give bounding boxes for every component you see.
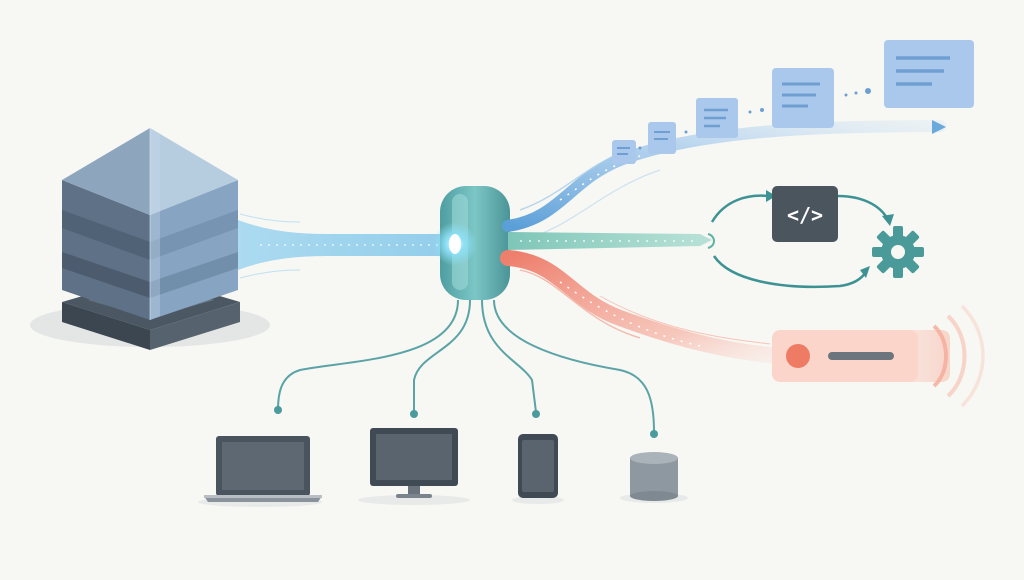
monitor-icon xyxy=(358,428,470,505)
processing-loop xyxy=(710,190,894,289)
database-cylinder-icon xyxy=(620,452,688,503)
code-symbol: </> xyxy=(787,203,823,227)
device-connectors xyxy=(277,299,655,433)
source-beam xyxy=(238,213,445,279)
stream-path xyxy=(508,232,715,250)
gear-icon xyxy=(872,226,924,278)
alert-path xyxy=(500,250,788,364)
connector-dots xyxy=(274,406,658,438)
code-brackets-icon: </> xyxy=(772,186,838,242)
crystal-data-source-icon xyxy=(30,128,270,350)
document-stack-icon xyxy=(612,40,974,164)
laptop-icon xyxy=(198,436,322,507)
router-hub-icon xyxy=(433,186,510,300)
alert-toggle-icon xyxy=(772,304,985,408)
phone-icon xyxy=(512,434,564,504)
